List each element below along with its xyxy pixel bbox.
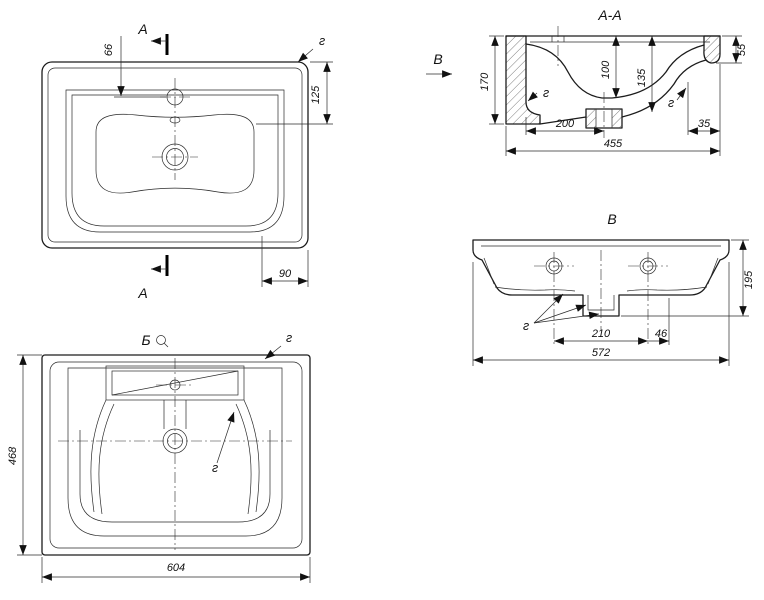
section-shell-right — [621, 59, 707, 118]
section-letter-top: А — [137, 21, 147, 37]
section-bowl-inner — [525, 43, 705, 99]
dim-text-90: 90 — [279, 268, 292, 280]
section-faucet-hole — [551, 26, 565, 66]
bottom-callout-letter: г — [286, 331, 292, 345]
bottom-ribs — [90, 399, 260, 515]
section-right-apron — [703, 35, 721, 64]
bottom-underwall — [67, 367, 283, 537]
dim-text-195: 195 — [743, 270, 755, 289]
dim-top-to-overflow: 125 — [256, 61, 333, 125]
bottom-centerlines — [58, 358, 292, 550]
section-callout-left: г — [527, 86, 549, 102]
dim-text-55: 55 — [736, 43, 748, 56]
dim-text-170: 170 — [479, 72, 491, 91]
dim-bowl-length-200: 200 — [525, 117, 604, 135]
section-mark-top: А — [137, 21, 169, 55]
section-mark-bottom: А — [137, 255, 169, 301]
dim-bowl-depth-100: 100 — [600, 36, 620, 98]
rotation-mark-tail — [163, 342, 169, 348]
section-shell-left — [539, 116, 587, 125]
section-view: А-А В 170 — [426, 7, 748, 156]
dim-width-572: 572 — [472, 262, 730, 366]
dim-text-604: 604 — [167, 562, 185, 574]
dim-text-135: 135 — [636, 68, 648, 87]
plan-rim-outer — [65, 89, 285, 233]
view-letter-b: Б — [141, 332, 150, 348]
front-profile — [472, 239, 730, 317]
dim-text-468: 468 — [7, 446, 19, 465]
dim-height-170: 170 — [479, 35, 504, 125]
front-inner-curve-left — [494, 286, 576, 292]
dim-width-604: 604 — [41, 557, 311, 583]
section-letter-bottom: А — [137, 285, 147, 301]
section-title: А-А — [597, 7, 621, 23]
plan-centerlines — [152, 78, 198, 180]
front-callout: г — [523, 293, 600, 333]
rotation-mark-icon — [156, 335, 166, 345]
front-slant-right — [707, 257, 719, 285]
front-view: В г 195 — [472, 211, 755, 366]
rib-callout-letter: г — [212, 461, 218, 475]
dim-apron-55: 55 — [716, 35, 748, 64]
bottom-rib-callout: г — [212, 411, 235, 475]
section-left-wall — [505, 35, 541, 125]
dim-right-offset-35: 35 — [687, 82, 720, 135]
bottom-bowl-band — [79, 430, 271, 523]
dim-height-195: 195 — [621, 239, 755, 317]
plan-bowl-outline — [95, 113, 255, 194]
dim-faucet-offset: 66 — [103, 36, 166, 98]
rib-callout-leader — [216, 411, 235, 464]
dim-total-length-455: 455 — [505, 64, 721, 156]
dim-offset-46: 46 — [648, 298, 670, 345]
plan-rim-inner — [71, 94, 279, 227]
front-inner-curve-right — [626, 286, 708, 292]
dim-corner-90: 90 — [261, 236, 309, 287]
bottom-view-label: Б — [141, 332, 169, 348]
bottom-inner-edge — [49, 361, 303, 549]
plan-callout-leader — [297, 48, 314, 63]
dim-text-66: 66 — [103, 43, 115, 56]
front-slant-left — [483, 257, 495, 285]
view-direction-b: В — [426, 51, 452, 78]
plan-corner-callout: г — [297, 34, 325, 63]
plan-outer-outline — [41, 61, 309, 249]
section-drain-boss — [585, 108, 623, 129]
front-view-title: В — [607, 211, 616, 227]
section-callout-left-letter: г — [543, 86, 549, 100]
dim-hole-spacing-210: 210 — [554, 328, 648, 345]
plan-inner-edge — [47, 67, 303, 243]
dim-text-35: 35 — [698, 118, 711, 130]
bottom-callout-leader — [264, 345, 282, 360]
dim-text-572: 572 — [592, 347, 610, 359]
dim-depth-468: 468 — [7, 354, 42, 556]
front-callout-letter: г — [523, 319, 529, 333]
dim-text-210: 210 — [591, 328, 611, 340]
section-callout-right: г — [668, 87, 687, 110]
dim-text-455: 455 — [604, 138, 623, 150]
dim-text-100: 100 — [600, 60, 612, 79]
mounting-plate-inner — [111, 370, 239, 396]
bottom-corner-callout: г — [264, 331, 292, 360]
bottom-view: г Б г 468 604 — [7, 331, 311, 583]
view-direction-letter: В — [433, 51, 442, 67]
dim-text-46: 46 — [655, 328, 668, 340]
dim-shell-depth-135: 135 — [636, 36, 656, 112]
section-callout-right-letter: г — [668, 96, 674, 110]
dim-text-200: 200 — [555, 118, 575, 130]
plan-view: А А 66 125 90 г — [41, 21, 333, 301]
plan-callout-letter: г — [319, 34, 325, 48]
bottom-outer-outline — [41, 354, 311, 556]
dim-text-125: 125 — [310, 85, 322, 104]
